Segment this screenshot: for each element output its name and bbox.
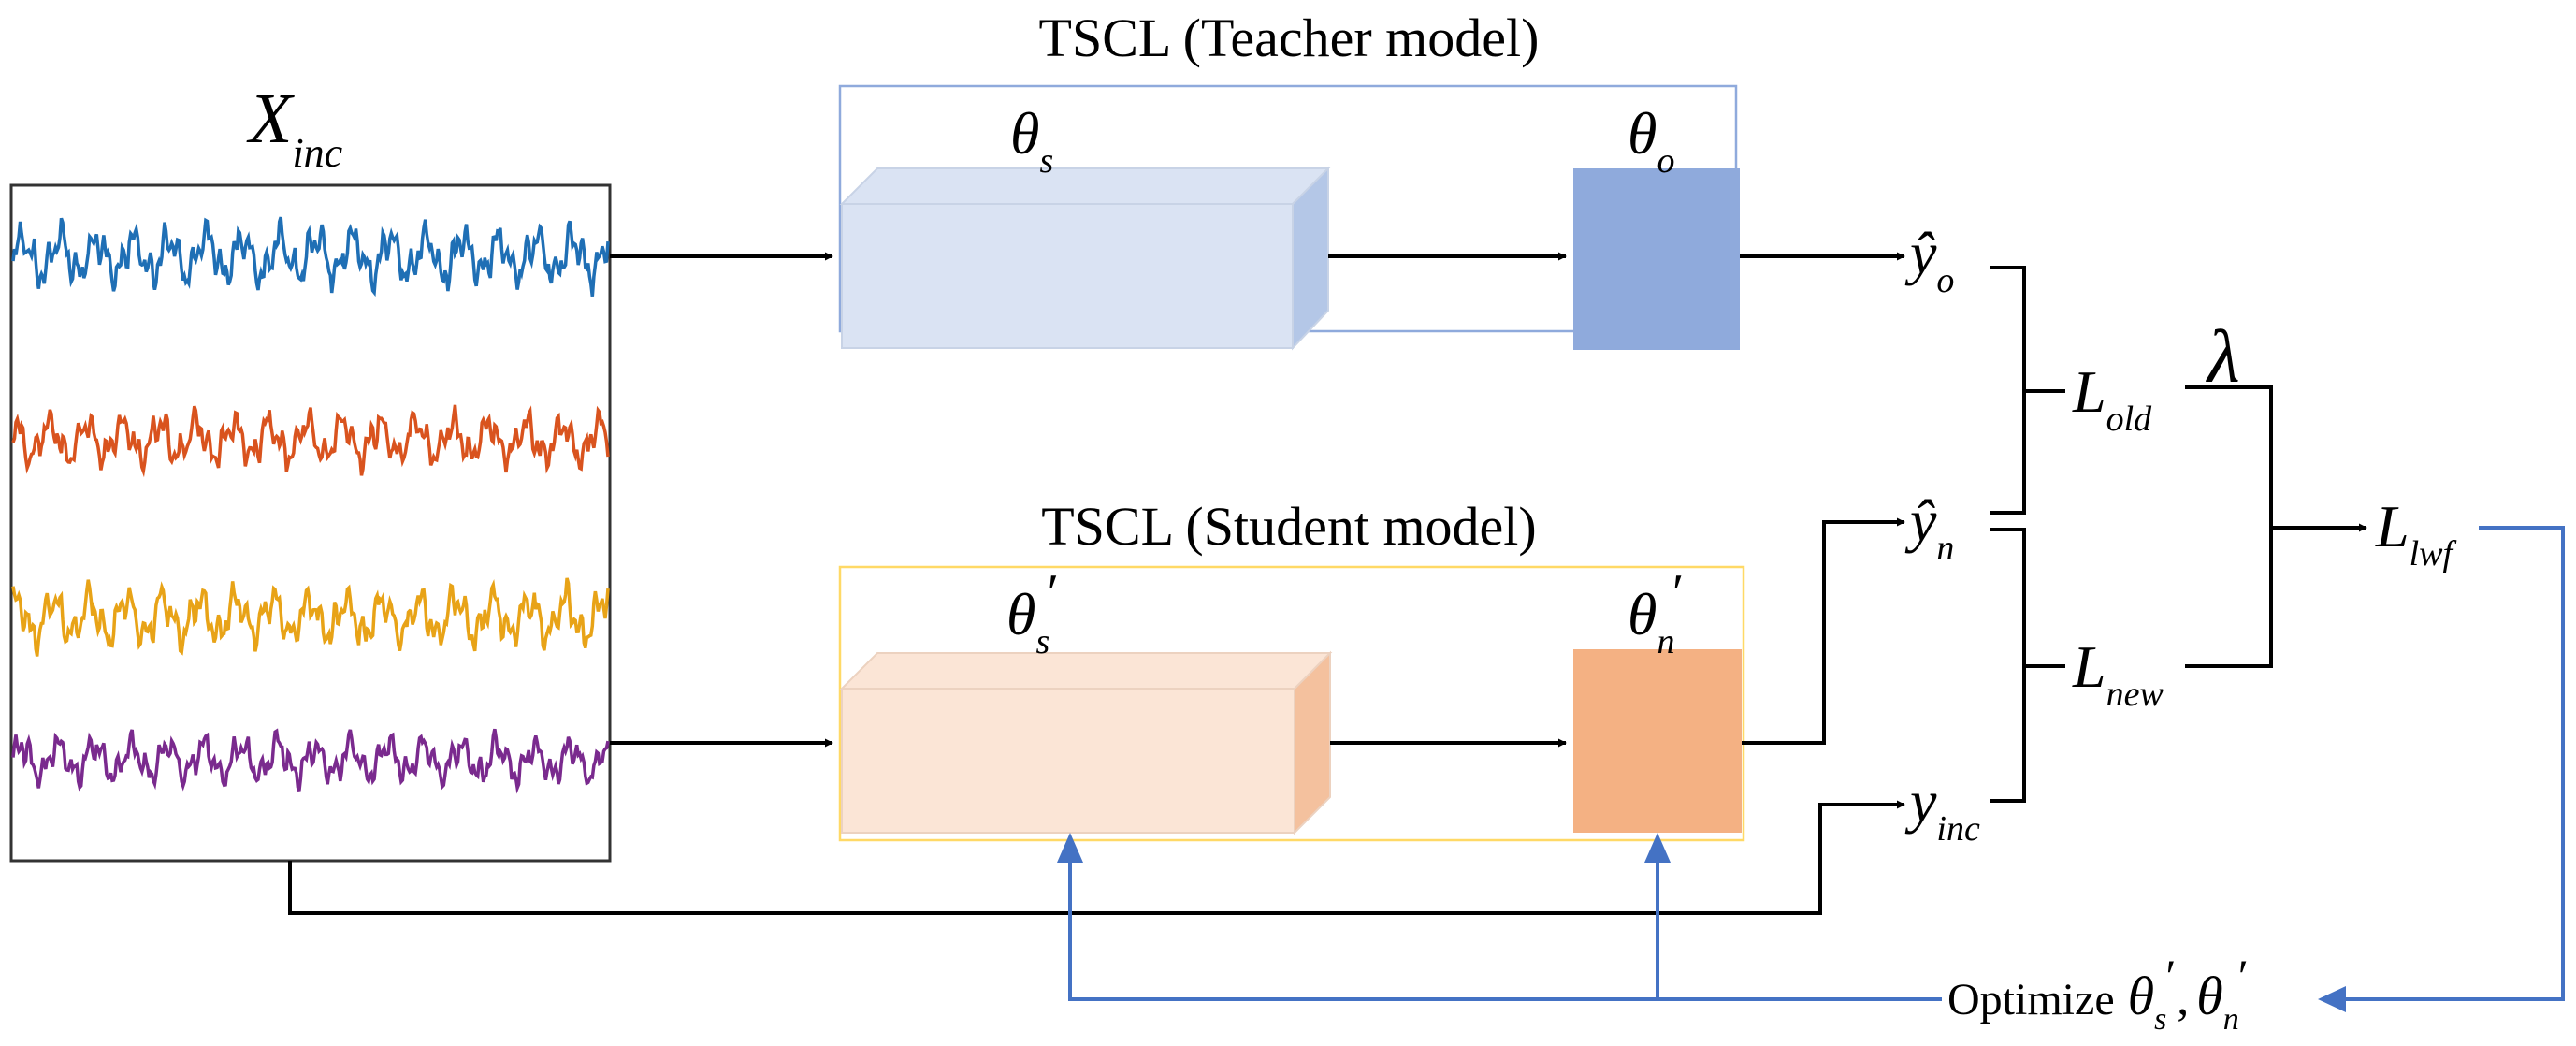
input-label: Xinc xyxy=(246,80,343,176)
feedback-arrowhead-encoder xyxy=(1057,833,1083,863)
loss-new-label: Lnew xyxy=(2072,633,2164,714)
ground-truth-label: yinc xyxy=(1904,768,1980,849)
signal-channel-2 xyxy=(11,404,610,478)
student-encoder-top xyxy=(839,652,1333,690)
feedback-arrowhead-head xyxy=(1644,833,1671,863)
loss-weight-label: λ xyxy=(2206,316,2240,399)
teacher-encoder-top xyxy=(839,167,1331,205)
signal-channel-3 xyxy=(11,577,610,657)
teacher-head-param: θo xyxy=(1628,100,1674,181)
student-encoder-front xyxy=(841,688,1295,834)
loss-total-label: Llwf xyxy=(2375,493,2456,574)
feedback-total-to-optimize xyxy=(2338,526,2565,1001)
teacher-head-block xyxy=(1573,168,1740,350)
teacher-output-label: ŷo xyxy=(1904,220,1954,300)
student-output-label: ŷn xyxy=(1904,487,1954,568)
signal-channel-4 xyxy=(11,728,610,794)
teacher-shared-param: θs xyxy=(1010,100,1053,181)
forward-connectors xyxy=(288,252,2367,915)
merge-old xyxy=(2185,385,2273,668)
arrow-input-to-label xyxy=(288,800,1905,915)
feedback-connectors xyxy=(1057,526,2565,1012)
student-frame xyxy=(838,565,1745,842)
arrow-student-head-to-output xyxy=(1742,517,1905,745)
feedback-optimize-to-models xyxy=(1068,861,1942,1001)
student-shared-param: θs′ xyxy=(1006,564,1056,661)
brace-old xyxy=(1990,266,2026,515)
student-head-param: θn′ xyxy=(1628,564,1681,661)
feedback-arrowhead-optimize xyxy=(2318,986,2346,1012)
teacher-encoder-block xyxy=(839,166,1331,351)
loss-old-label: Lold xyxy=(2072,358,2152,439)
student-head-block xyxy=(1573,649,1742,833)
brace-new xyxy=(1990,528,2026,803)
input-panel xyxy=(9,183,612,863)
teacher-encoder-front xyxy=(841,203,1294,349)
student-title: TSCL (Student model) xyxy=(1041,496,1536,557)
teacher-title: TSCL (Teacher model) xyxy=(1039,7,1540,68)
student-encoder-block xyxy=(839,650,1333,835)
signal-channel-1 xyxy=(11,216,610,298)
